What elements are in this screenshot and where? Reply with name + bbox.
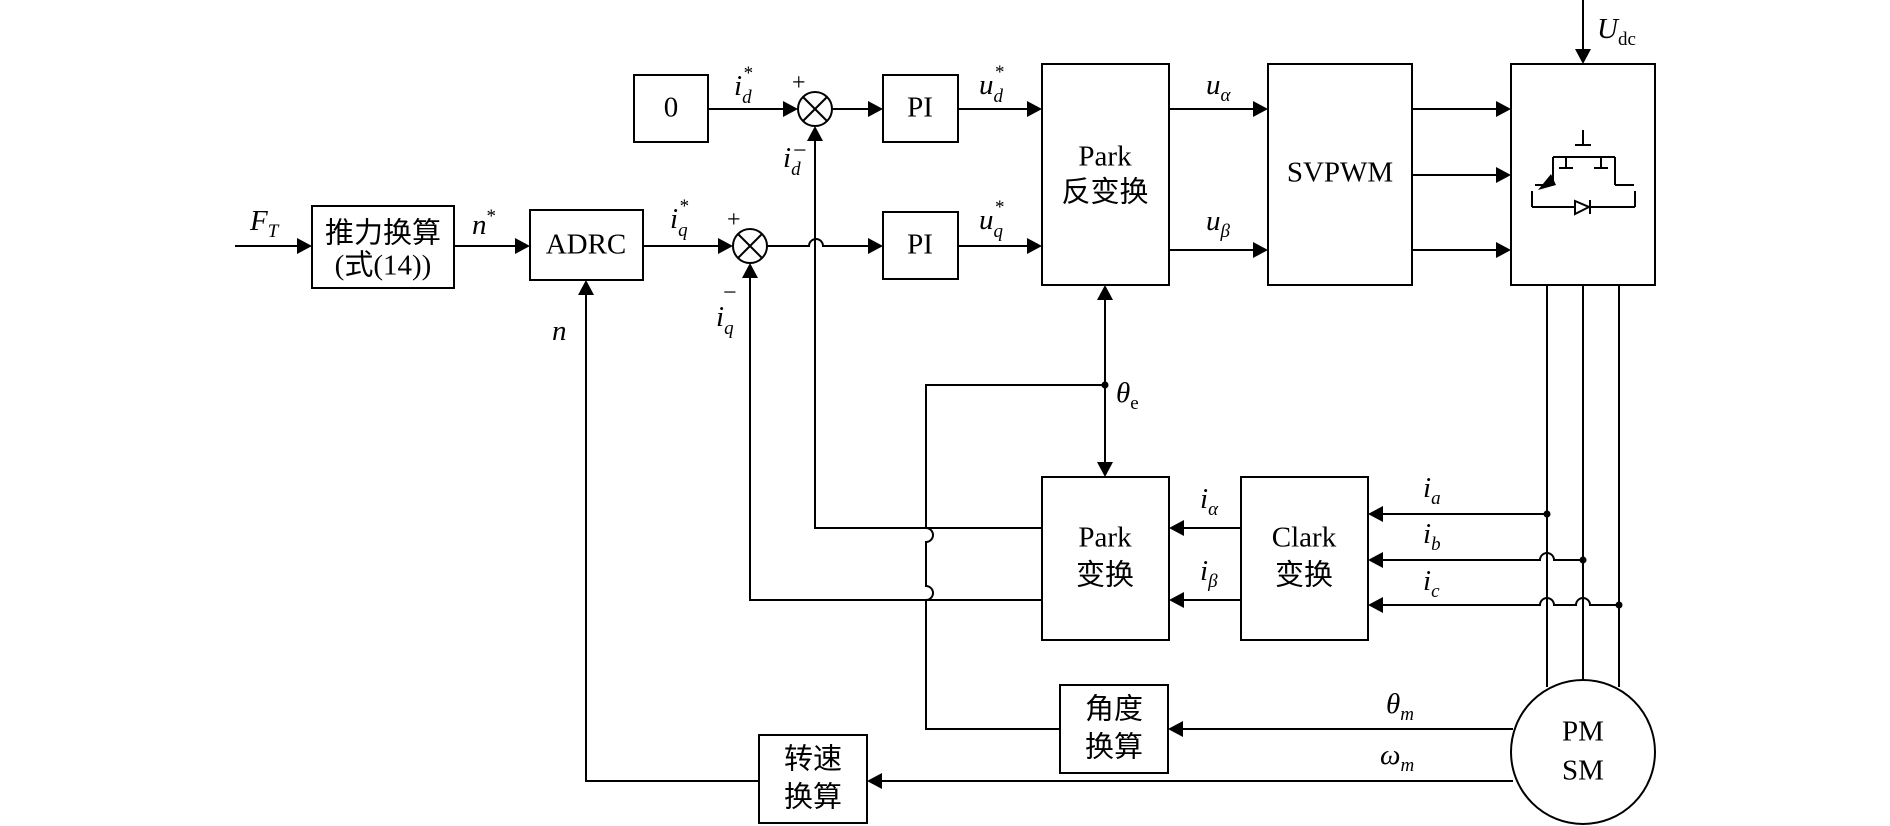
iq-star-label: iq* [670, 196, 689, 241]
pi-q-label: PI [907, 229, 933, 261]
theta-m-label: θm [1386, 688, 1414, 725]
inverse-park-label-1: Park [1078, 141, 1132, 173]
theta-e-label: θe [1116, 377, 1139, 414]
ib-label: ib [1423, 518, 1441, 555]
park-label-1: Park [1078, 522, 1132, 554]
pi-d-label: PI [907, 92, 933, 124]
sum-d-plus-sign: + [792, 70, 806, 96]
u-beta-label: uβ [1206, 205, 1231, 242]
sum-q-plus-sign: + [727, 207, 741, 233]
clark-label-2: 变换 [1275, 559, 1333, 592]
inverse-park-label-2: 反变换 [1061, 176, 1148, 209]
sum-q-minus-sign: − [723, 280, 737, 306]
pmsm-label-1: PM [1562, 716, 1604, 748]
ud-star-label: ud* [979, 62, 1005, 107]
igbt-symbol-icon [1531, 130, 1636, 216]
ft-label: FT [249, 205, 280, 242]
ic-label: ic [1423, 565, 1440, 602]
sum-junction-d [797, 91, 833, 127]
signal-wires [235, 0, 1623, 789]
pmsm-motor: PM SM [1510, 679, 1656, 825]
svpwm-block: SVPWM [1267, 63, 1413, 286]
angle-conversion-block: 角度 换算 [1059, 684, 1169, 774]
u-alpha-label: uα [1206, 69, 1232, 106]
id-star-label: id* [734, 63, 753, 108]
thrust-conversion-label-2: (式(14)) [335, 249, 432, 282]
inverse-park-block: Park 反变换 [1041, 63, 1170, 286]
pi-q-block: PI [882, 211, 959, 280]
udc-label: Udc [1597, 13, 1636, 50]
inverter-block [1510, 63, 1656, 286]
clark-block: Clark 变换 [1240, 476, 1369, 641]
iq-feedback-label: iq [716, 301, 734, 339]
adrc-block: ADRC [529, 209, 644, 281]
pi-d-block: PI [882, 74, 959, 143]
pmsm-label-2: SM [1562, 755, 1604, 787]
clark-label-1: Clark [1272, 522, 1337, 554]
speed-conversion-label-2: 换算 [784, 781, 842, 814]
uq-star-label: uq* [979, 197, 1005, 242]
i-beta-label: iβ [1200, 555, 1218, 592]
thrust-conversion-block: 推力换算 (式(14)) [311, 205, 455, 289]
zero-reference-block: 0 [633, 74, 709, 143]
n-star-label: n* [472, 206, 496, 241]
n-feedback-label: n [552, 315, 567, 347]
sum-junction-q [732, 228, 768, 264]
svpwm-label: SVPWM [1287, 157, 1393, 189]
zero-reference-label: 0 [664, 92, 679, 124]
adrc-label: ADRC [546, 229, 627, 261]
park-label-2: 变换 [1076, 559, 1134, 592]
id-feedback-label: id [783, 142, 801, 180]
speed-conversion-block: 转速 换算 [758, 734, 868, 824]
angle-conversion-label-2: 换算 [1085, 731, 1143, 764]
i-alpha-label: iα [1200, 483, 1219, 520]
thrust-conversion-label-1: 推力换算 [325, 217, 441, 250]
sum-d-minus-sign: − [793, 138, 807, 164]
ia-label: ia [1423, 472, 1441, 509]
angle-conversion-label-1: 角度 [1085, 693, 1143, 726]
omega-m-label: ωm [1380, 739, 1414, 776]
speed-conversion-label-1: 转速 [784, 743, 842, 776]
park-block: Park 变换 [1041, 476, 1170, 641]
